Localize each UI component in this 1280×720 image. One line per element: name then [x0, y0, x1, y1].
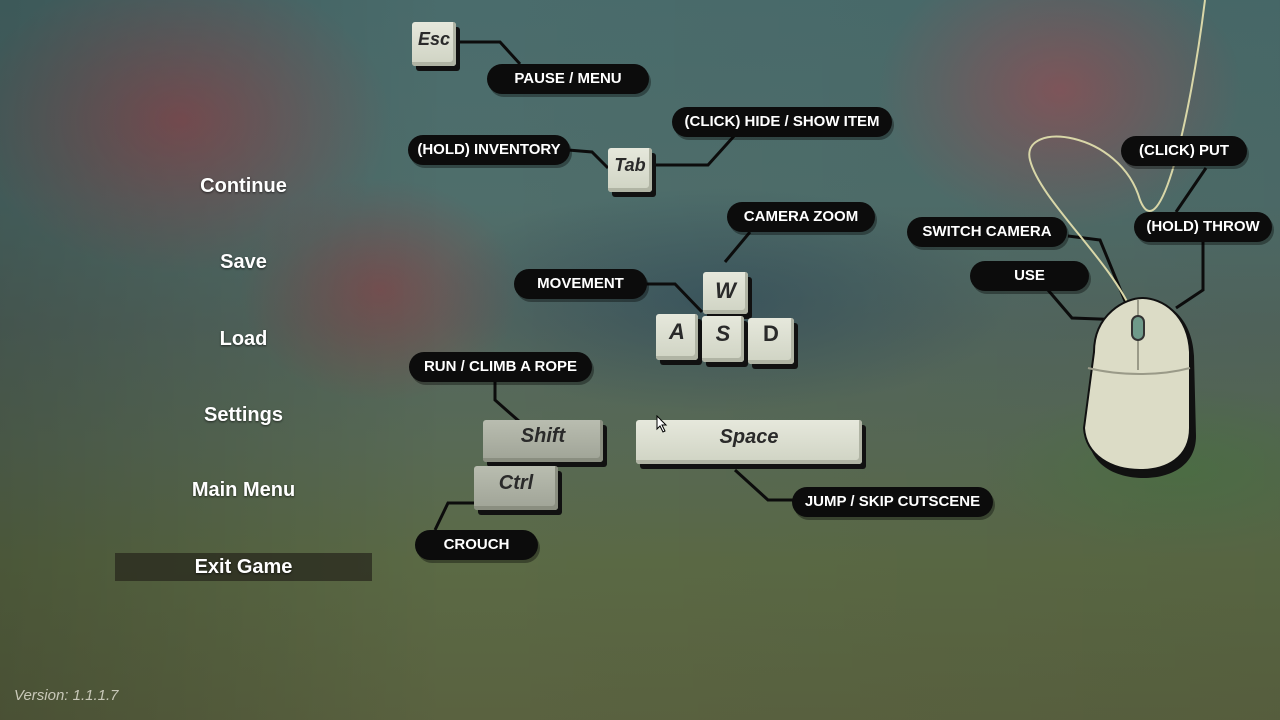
- menu-load[interactable]: Load: [219, 328, 268, 350]
- label-run-climb: RUN / CLIMB A ROPE: [409, 352, 592, 382]
- label-click-hide-show: (CLICK) HIDE / SHOW ITEM: [672, 107, 892, 137]
- key-d: D: [748, 318, 794, 364]
- key-s: S: [702, 316, 744, 362]
- key-shift: Shift: [483, 420, 603, 462]
- key-tab: Tab: [608, 148, 652, 192]
- label-crouch: CROUCH: [415, 530, 538, 560]
- label-hold-throw: (HOLD) THROW: [1134, 212, 1272, 242]
- label-use: USE: [970, 261, 1089, 291]
- key-a: A: [656, 314, 698, 360]
- label-pause-menu: PAUSE / MENU: [487, 64, 649, 94]
- menu-continue[interactable]: Continue: [200, 175, 287, 197]
- label-movement: MOVEMENT: [514, 269, 647, 299]
- key-space: Space: [636, 420, 862, 464]
- key-ctrl: Ctrl: [474, 466, 558, 510]
- cursor-icon: [656, 415, 668, 433]
- menu-settings[interactable]: Settings: [204, 404, 283, 426]
- label-hold-inventory: (HOLD) INVENTORY: [408, 135, 570, 165]
- label-camera-zoom: CAMERA ZOOM: [727, 202, 875, 232]
- mouse-icon: [1082, 296, 1196, 478]
- menu-main-menu[interactable]: Main Menu: [191, 479, 296, 501]
- version-label: Version: 1.1.1.7: [14, 687, 119, 704]
- key-esc: Esc: [412, 22, 456, 66]
- label-switch-camera: SWITCH CAMERA: [907, 217, 1067, 247]
- label-click-put: (CLICK) PUT: [1121, 136, 1247, 166]
- menu-exit-game[interactable]: Exit Game: [115, 553, 372, 581]
- menu-save[interactable]: Save: [220, 251, 267, 273]
- label-jump-skip: JUMP / SKIP CUTSCENE: [792, 487, 993, 517]
- key-w: W: [703, 272, 748, 314]
